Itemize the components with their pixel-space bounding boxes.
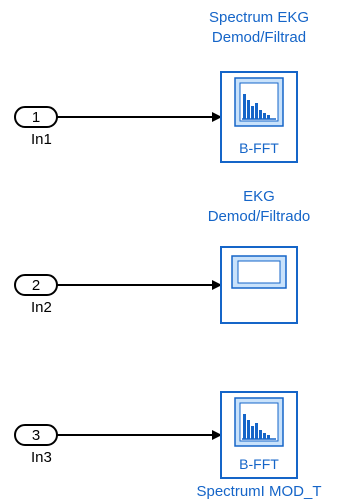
- inport-2-number: 2: [32, 277, 40, 294]
- block-2-title-line2: Demod/Filtrado: [207, 208, 311, 225]
- block-1-title-line2: Demod/Filtrad: [211, 29, 307, 46]
- spectrum-analyzer-icon: [234, 77, 284, 127]
- block-3-title: SpectrumI MOD_T: [178, 482, 339, 502]
- block-2-title-line1: EKG: [243, 188, 275, 205]
- block-1-title-line1: Spectrum EKG: [208, 9, 310, 26]
- inport-2[interactable]: 2: [14, 274, 58, 296]
- block-2-title: EKG Demod/Filtrado: [178, 187, 339, 227]
- scope-block-2[interactable]: [220, 246, 298, 324]
- inport-3-number: 3: [32, 427, 40, 444]
- spectrum-scope-block-3[interactable]: B-FFT: [220, 391, 298, 479]
- block-3-bottom-label: SpectrumI MOD_T: [196, 483, 322, 500]
- inport-1-label: In1: [31, 131, 52, 148]
- scope-icon: [231, 255, 287, 289]
- block-3-footer: B-FFT: [239, 456, 279, 472]
- inport-3-label: In3: [31, 449, 52, 466]
- spectrum-analyzer-icon: [234, 397, 284, 447]
- inport-1[interactable]: 1: [14, 106, 58, 128]
- spectrum-scope-block-1[interactable]: B-FFT: [220, 71, 298, 163]
- inport-1-number: 1: [32, 109, 40, 126]
- inport-3[interactable]: 3: [14, 424, 58, 446]
- block-1-title: Spectrum EKG Demod/Filtrad: [178, 8, 339, 48]
- block-1-footer: B-FFT: [239, 140, 279, 156]
- inport-2-label: In2: [31, 299, 52, 316]
